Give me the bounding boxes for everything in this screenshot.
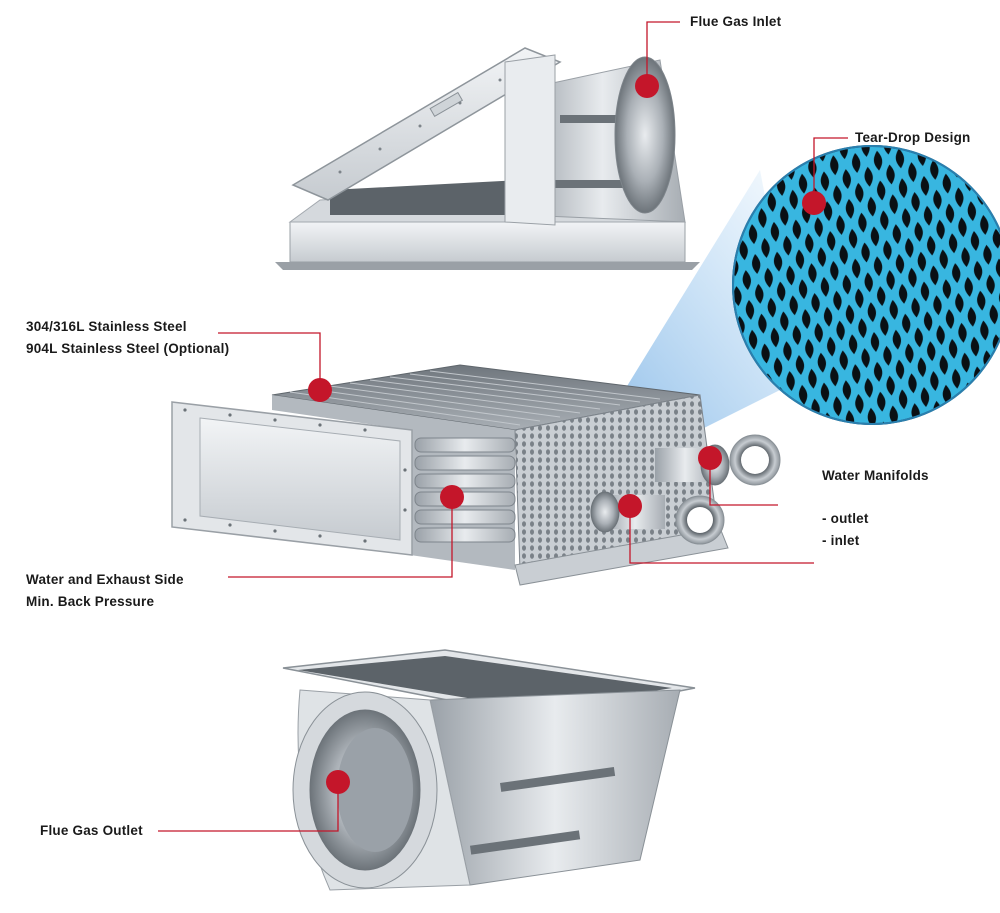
markers [308,74,826,794]
label-manifold-inlet: - inlet [822,533,860,548]
marker-material [308,378,332,402]
leader-lines [158,21,848,832]
marker-exhaust-side [440,485,464,509]
label-material-line1: 304/316L Stainless Steel [26,319,187,334]
label-water-manifolds: Water Manifolds [822,468,929,483]
label-flue-gas-outlet: Flue Gas Outlet [40,823,143,838]
label-exhaust-line1: Water and Exhaust Side [26,572,184,587]
marker-flue-gas-inlet [635,74,659,98]
label-exhaust-line2: Min. Back Pressure [26,594,155,609]
inlet-hood [275,47,700,270]
label-flue-gas-inlet: Flue Gas Inlet [690,14,782,29]
label-manifold-outlet: - outlet [822,511,869,526]
marker-tear-drop [802,191,826,215]
marker-flue-gas-outlet [326,770,350,794]
marker-manifold-outlet [698,446,722,470]
mesh-zoom-circle [732,145,1000,425]
label-material-line2: 904L Stainless Steel (Optional) [26,341,230,356]
label-tear-drop: Tear-Drop Design [855,130,971,145]
heat-exchanger-core [271,364,781,586]
flange-frame [171,401,413,556]
outlet-hood [282,649,696,891]
marker-manifold-inlet [618,494,642,518]
